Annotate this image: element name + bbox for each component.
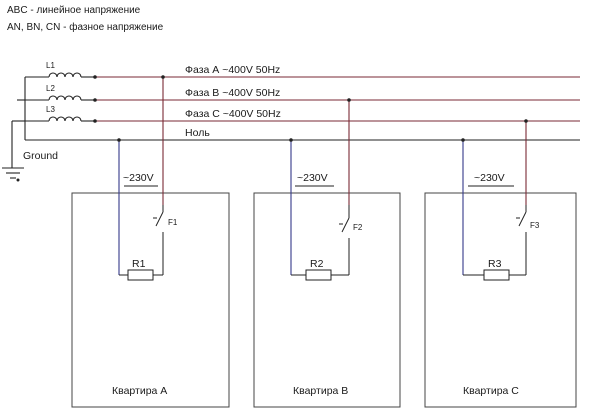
coil-l1-label: L1 xyxy=(46,61,55,70)
apartment-a: ~230V F1 R1 Квартира А xyxy=(71,75,230,408)
junction-dot xyxy=(347,98,351,102)
coil-l3-label: L3 xyxy=(46,105,55,114)
junction-dot xyxy=(117,138,121,142)
resistor-r2-label: R2 xyxy=(310,258,324,270)
resistor-r3-icon xyxy=(483,269,510,281)
phase-c-label: Фаза C ~400V 50Hz xyxy=(185,108,281,120)
junction-dot xyxy=(289,138,293,142)
apartment-b: ~230V F2 R2 Квартира В xyxy=(253,98,401,408)
switch-f3-icon xyxy=(516,205,527,275)
transformer-coils xyxy=(11,72,580,150)
switch-f2-icon xyxy=(339,205,350,275)
apartment-c-label: Квартира С xyxy=(463,385,519,397)
switch-f1-icon xyxy=(153,205,164,275)
resistor-r2-icon xyxy=(305,269,332,281)
legend-line-voltage: ABC - линейное напряжение xyxy=(7,5,141,16)
junction-dot xyxy=(161,75,165,79)
phase-b-label: Фаза B ~400V 50Hz xyxy=(185,87,280,99)
switch-f2-label: F2 xyxy=(353,223,363,232)
ground-label: Ground xyxy=(23,150,58,162)
apartment-c-voltage: ~230V xyxy=(474,172,505,184)
resistor-r1-label: R1 xyxy=(132,258,146,270)
junction-dot xyxy=(461,138,465,142)
junction-dot xyxy=(524,119,528,123)
apartment-a-label: Квартира А xyxy=(112,385,167,397)
supply-lines xyxy=(95,76,580,122)
coil-l3-icon xyxy=(48,116,82,122)
coil-l2-icon xyxy=(48,95,82,101)
apartment-a-voltage: ~230V xyxy=(123,172,154,184)
apartment-a-box xyxy=(71,192,230,408)
switch-f1-label: F1 xyxy=(168,218,178,227)
coil-l2-label: L2 xyxy=(46,84,55,93)
ground-dot-icon xyxy=(16,178,20,182)
ground-icon xyxy=(2,150,24,179)
resistor-r1-icon xyxy=(127,269,154,281)
phase-a-label: Фаза А ~400V 50Hz xyxy=(185,64,280,76)
coil-l1-icon xyxy=(48,72,82,78)
apartment-b-label: Квартира В xyxy=(293,385,348,397)
coil-terminal-dot xyxy=(93,119,97,123)
switch-f3-label: F3 xyxy=(530,221,540,230)
apartment-b-box xyxy=(253,192,401,408)
coil-terminal-dot xyxy=(93,98,97,102)
resistor-r3-label: R3 xyxy=(488,258,502,270)
legend-phase-voltage: AN, BN, CN - фазное напряжение xyxy=(7,21,164,33)
apartment-b-voltage: ~230V xyxy=(297,172,328,184)
neutral-label: Ноль xyxy=(185,127,210,139)
apartment-c-box xyxy=(424,192,577,408)
apartment-c: ~230V F3 R3 Квартира С xyxy=(424,119,577,408)
coil-terminal-dot xyxy=(93,75,97,79)
